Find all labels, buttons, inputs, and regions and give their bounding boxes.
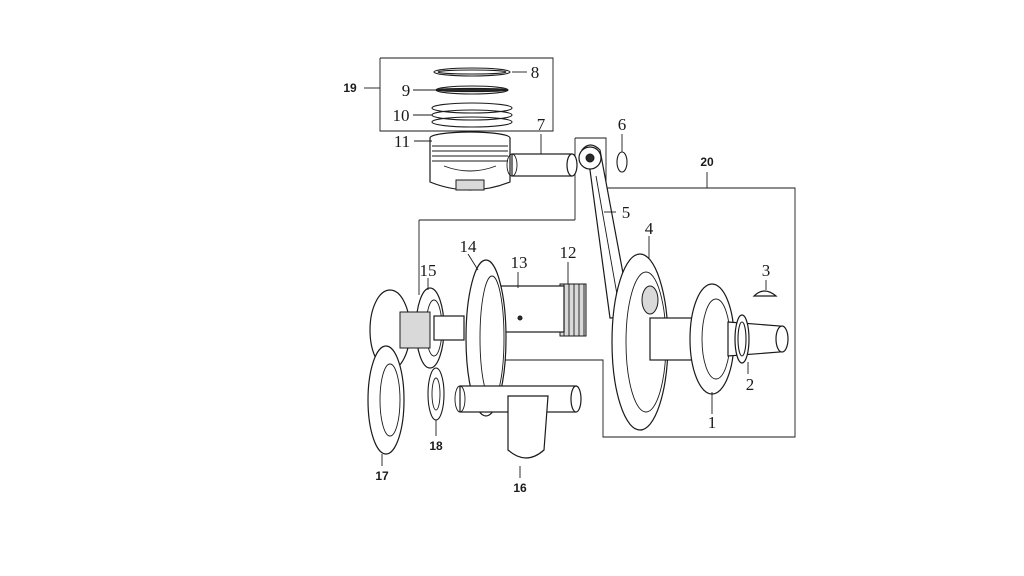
piston-ring-group-box xyxy=(364,57,554,132)
callout-7: 7 xyxy=(537,115,546,134)
callout-6: 6 xyxy=(618,115,627,134)
piston-ring-8 xyxy=(433,67,511,77)
crankshaft-assembly-group-box xyxy=(418,137,796,438)
leader-lines xyxy=(381,71,767,478)
callout-15: 15 xyxy=(420,261,437,280)
callout-4: 4 xyxy=(645,219,654,238)
bearing-2 xyxy=(734,314,750,364)
callout-16: 16 xyxy=(513,481,527,495)
crankshaft-right-1 xyxy=(649,283,789,395)
piston-pin-7 xyxy=(506,153,578,177)
callout-2: 2 xyxy=(746,375,755,394)
woodruff-key-3 xyxy=(752,290,778,297)
callout-20: 20 xyxy=(700,155,714,169)
balancer-shaft-16 xyxy=(454,385,582,459)
callout-17: 17 xyxy=(375,469,389,483)
callout-5: 5 xyxy=(622,203,631,222)
washer-18 xyxy=(427,367,445,421)
piston-ring-10 xyxy=(431,102,513,128)
piston-11 xyxy=(429,131,511,191)
callout-1: 1 xyxy=(708,413,717,432)
callout-13: 13 xyxy=(511,253,528,272)
callout-10: 10 xyxy=(393,106,410,125)
callout-14: 14 xyxy=(460,237,478,256)
callout-18: 18 xyxy=(429,439,443,453)
callout-8: 8 xyxy=(531,63,540,82)
circlip-6 xyxy=(616,151,628,173)
piston-ring-9 xyxy=(435,85,509,95)
balancer-gear-17 xyxy=(367,345,405,455)
callout-12: 12 xyxy=(560,243,577,262)
callout-9: 9 xyxy=(402,81,411,100)
callout-3: 3 xyxy=(762,261,771,280)
callout-19: 19 xyxy=(343,81,357,95)
callout-11: 11 xyxy=(394,132,410,151)
crank-web-14 xyxy=(465,259,507,417)
